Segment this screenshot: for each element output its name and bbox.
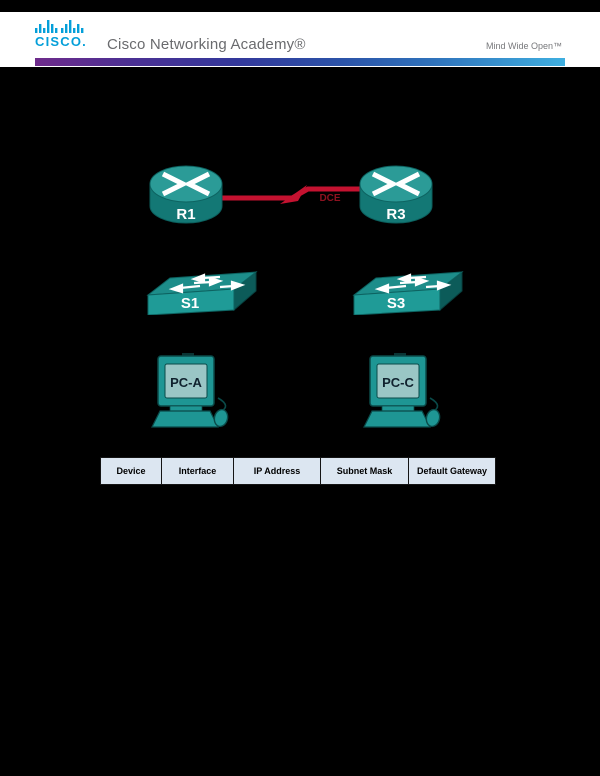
router-r3-icon: R3 [359, 165, 433, 224]
pc-a-label: PC-A [170, 375, 202, 390]
academy-title: Cisco Networking Academy® [107, 36, 306, 53]
switch-s1-label: S1 [181, 295, 199, 312]
pc-c-icon: PC-C [363, 353, 441, 428]
switch-s3-label: S3 [387, 295, 405, 312]
dce-label: DCE [319, 193, 340, 204]
header: CISCO. Cisco Networking Academy® Mind Wi… [0, 0, 600, 67]
table-header-device: Device [100, 457, 162, 485]
table-header-ip-address: IP Address [233, 457, 321, 485]
pc-a-icon: PC-A [151, 353, 229, 428]
router-r3-label: R3 [386, 206, 405, 223]
top-black-strip [0, 0, 600, 12]
switch-s1-icon: S1 [146, 270, 258, 315]
cisco-wordmark: CISCO. [35, 34, 87, 49]
table-header-subnet-mask: Subnet Mask [320, 457, 409, 485]
table-header-interface: Interface [161, 457, 234, 485]
cisco-logo: CISCO. [35, 20, 105, 49]
table-header-default-gateway: Default Gateway [408, 457, 496, 485]
router-r1-icon: R1 [149, 165, 223, 224]
serial-link: DCE [214, 185, 364, 204]
cisco-signal-bars-icon [35, 20, 84, 33]
gradient-rule [35, 58, 565, 66]
router-r1-label: R1 [176, 206, 195, 223]
pc-c-label: PC-C [382, 375, 414, 390]
network-topology: DCE R1 R3 [0, 67, 600, 457]
tagline: Mind Wide Open™ [485, 41, 562, 51]
addressing-table: Device Interface IP Address Subnet Mask … [100, 457, 500, 485]
serial-link-bolt [280, 185, 307, 204]
switch-s3-icon: S3 [352, 270, 464, 315]
